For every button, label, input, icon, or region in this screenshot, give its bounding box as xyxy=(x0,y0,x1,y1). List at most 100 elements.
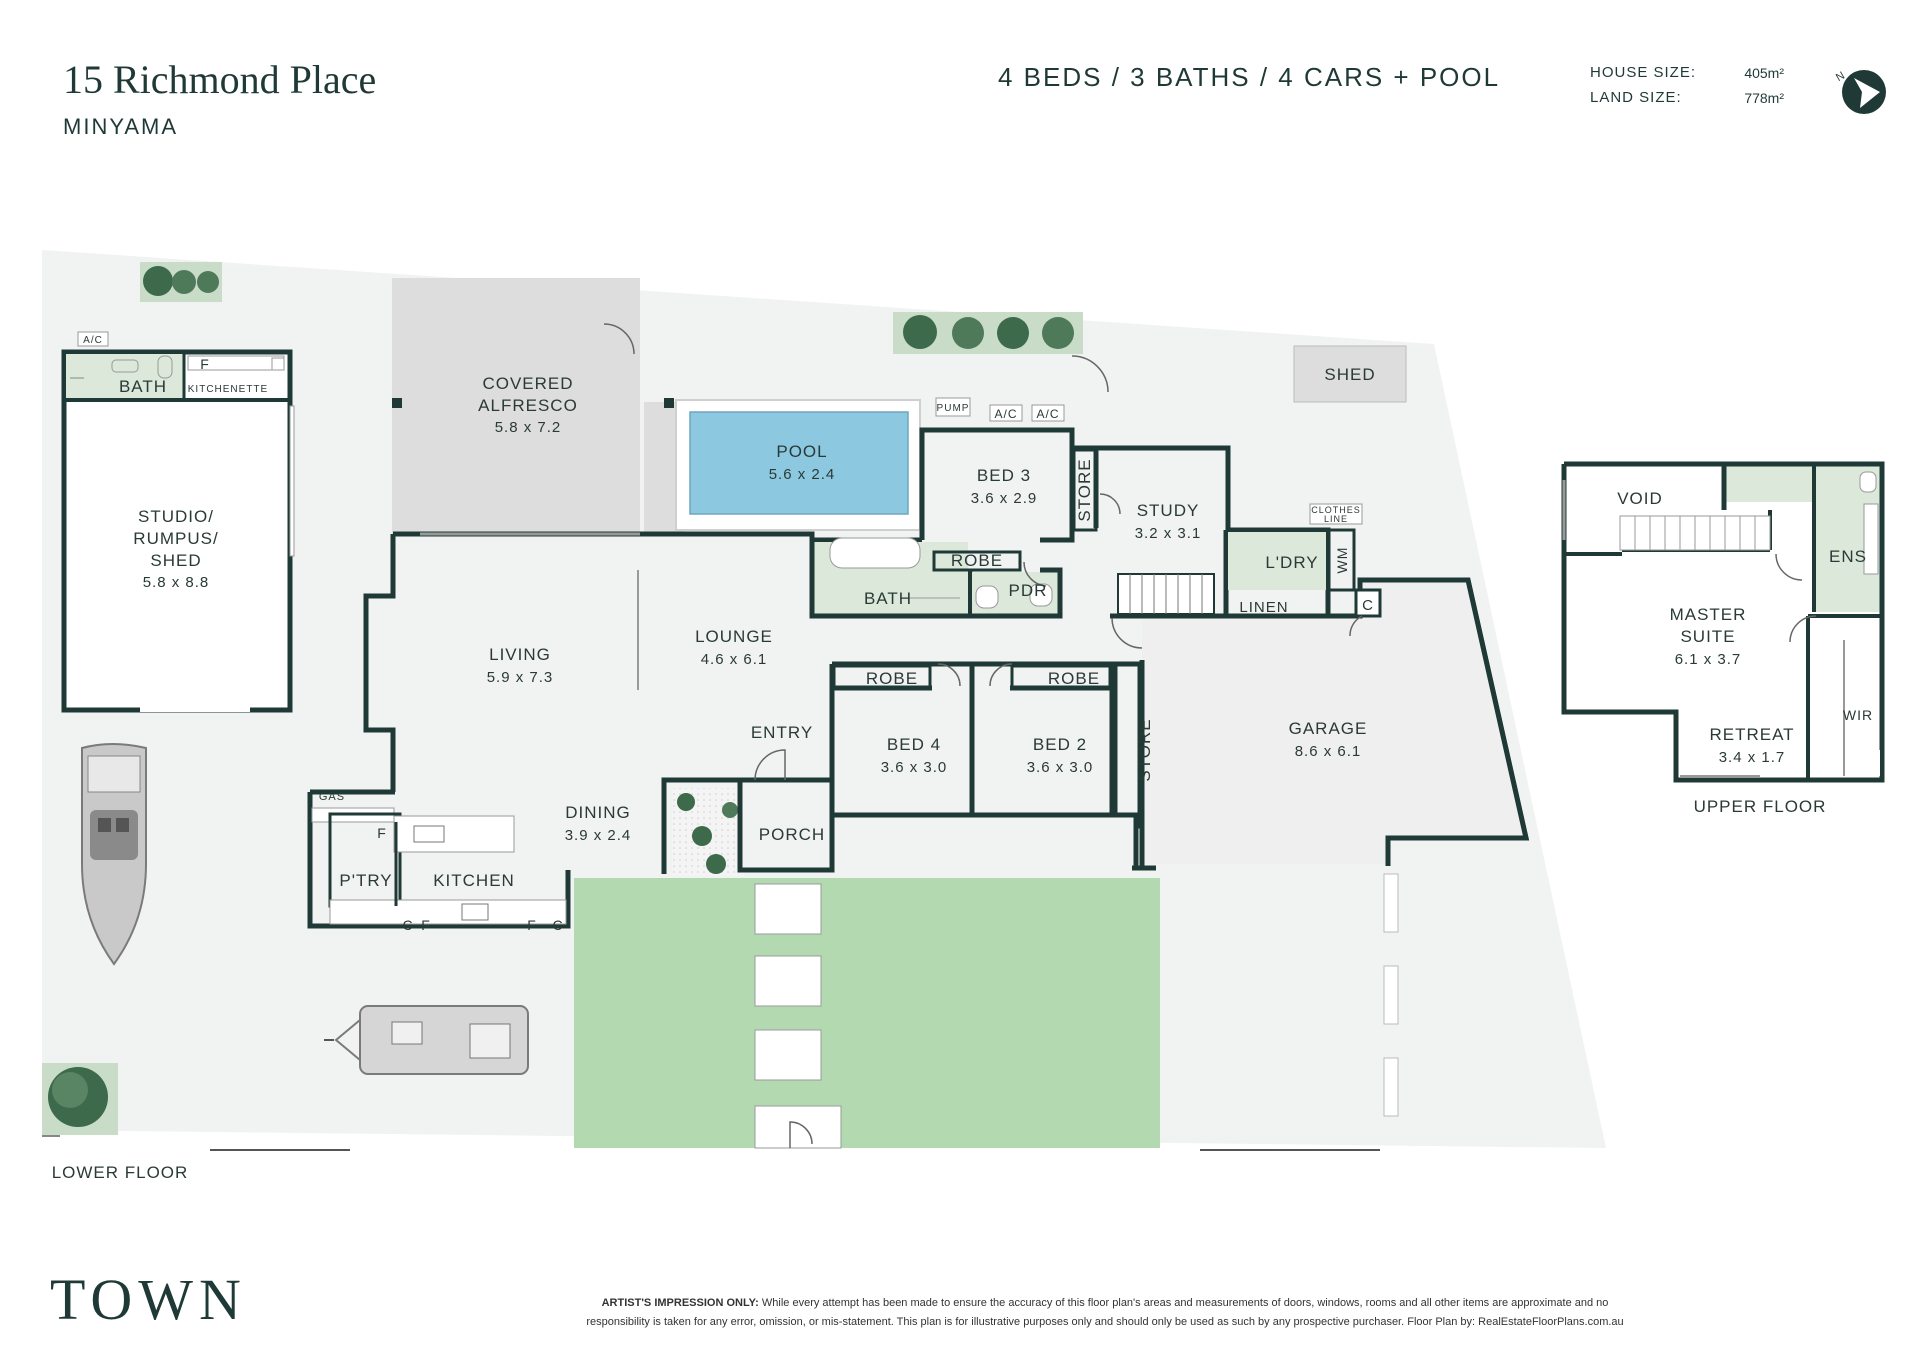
bed4-size: 3.6 x 3.0 xyxy=(881,759,948,776)
house-size-label: HOUSE SIZE: xyxy=(1590,64,1697,81)
ac-unit xyxy=(1031,404,1065,422)
study-size: 3.2 x 3.1 xyxy=(1135,525,1202,542)
cupboard-label-2: C xyxy=(402,917,413,933)
boat-icon xyxy=(81,743,147,966)
bed3-label: BED 3 xyxy=(977,466,1031,485)
clothesline-label-2: LINE xyxy=(1324,514,1348,524)
pool-size: 5.6 x 2.4 xyxy=(769,466,836,483)
north-compass-icon: N xyxy=(1834,70,1886,114)
ac-label-3: A/C xyxy=(1036,407,1059,421)
disclaimer-line-1: While every attempt has been made to ens… xyxy=(761,1297,1609,1309)
studio-size: 5.8 x 8.8 xyxy=(143,574,210,591)
front-lawn xyxy=(574,878,1160,1148)
kitchenette-label: KITCHENETTE xyxy=(188,384,268,395)
robe4-label: ROBE xyxy=(866,669,918,688)
bed4-label: BED 4 xyxy=(887,735,941,754)
wir-label: WIR xyxy=(1843,707,1873,723)
upper-floor-label: UPPER FLOOR xyxy=(1694,797,1827,816)
property-suburb: MINYAMA xyxy=(63,114,179,139)
house-size-value: 405m² xyxy=(1744,65,1784,81)
studio-building xyxy=(61,349,295,713)
retreat-size: 3.4 x 1.7 xyxy=(1719,749,1786,766)
robe2-label: ROBE xyxy=(1048,669,1100,688)
shed-building xyxy=(1293,345,1407,403)
void-label: VOID xyxy=(1617,489,1663,508)
pool-pump xyxy=(935,397,971,417)
laundry-label: L'DRY xyxy=(1265,553,1318,572)
cupboard-label: C xyxy=(1362,597,1374,614)
fridge-label-4: F xyxy=(527,917,537,933)
alfresco-label-2: ALFRESCO xyxy=(478,396,578,415)
porch-label: PORCH xyxy=(759,825,825,844)
cupboard-label-3: C xyxy=(552,917,563,933)
stairs xyxy=(1117,573,1215,615)
disclaimer-line-2: responsibility is taken for any error, o… xyxy=(586,1316,1624,1328)
studio-label-2: RUMPUS/ xyxy=(133,529,218,548)
ac-unit xyxy=(989,404,1023,422)
studio-label: STUDIO/ xyxy=(138,507,214,526)
ac-label: A/C xyxy=(83,335,103,346)
master-label-2: SUITE xyxy=(1680,627,1735,646)
wm-label: WM xyxy=(1334,547,1350,574)
entry-label: ENTRY xyxy=(751,723,813,742)
hedge-icon xyxy=(893,312,1083,354)
kitchen-label: KITCHEN xyxy=(433,871,515,890)
gas-label: GAS xyxy=(319,791,345,803)
ensuite-label: ENS xyxy=(1829,547,1867,566)
fridge-label-3: F xyxy=(421,917,431,933)
ac-label-2: A/C xyxy=(994,407,1017,421)
ac-unit xyxy=(77,331,109,347)
pdr-label: PDR xyxy=(1009,581,1048,600)
alfresco-label: COVERED xyxy=(482,374,573,393)
trailer-icon xyxy=(324,1005,529,1075)
property-address: 15 Richmond Place xyxy=(63,57,377,102)
brand-logo: TOWN xyxy=(50,1267,247,1332)
hedge-icon xyxy=(140,262,222,302)
master-label: MASTER xyxy=(1670,605,1747,624)
door-swings xyxy=(603,323,1363,781)
kitchen-area xyxy=(311,807,567,925)
pantry-label: P'TRY xyxy=(339,871,392,890)
fridge-label: F xyxy=(200,356,210,372)
covered-alfresco-area xyxy=(392,278,640,534)
pool-label: POOL xyxy=(776,442,827,461)
garage-size: 8.6 x 6.1 xyxy=(1295,743,1362,760)
study-label: STUDY xyxy=(1137,501,1200,520)
bed2-label: BED 2 xyxy=(1033,735,1087,754)
dining-label: DINING xyxy=(565,803,631,822)
bed2-size: 3.6 x 3.0 xyxy=(1027,759,1094,776)
alfresco-size: 5.8 x 7.2 xyxy=(495,419,562,436)
pump-label: PUMP xyxy=(937,403,970,414)
garden-bed xyxy=(672,788,744,876)
store2-label: STORE xyxy=(1135,718,1154,781)
robe3-label: ROBE xyxy=(951,551,1003,570)
clothesline-label: CLOTHES xyxy=(1311,505,1361,515)
property-specs: 4 BEDS / 3 BATHS / 4 CARS + POOL xyxy=(998,62,1501,92)
linen-label: LINEN xyxy=(1239,599,1288,616)
disclaimer-lead: ARTIST'S IMPRESSION ONLY: xyxy=(601,1297,759,1309)
dining-size: 3.9 x 2.4 xyxy=(565,827,632,844)
garage-label: GARAGE xyxy=(1289,719,1368,738)
lounge-label: LOUNGE xyxy=(695,627,773,646)
studio-label-3: SHED xyxy=(150,551,201,570)
bath-studio-label: BATH xyxy=(119,377,167,396)
swimming-pool xyxy=(689,411,909,515)
store1-label: STORE xyxy=(1075,458,1094,521)
shed-label: SHED xyxy=(1324,365,1375,384)
land-size-value: 778m² xyxy=(1744,90,1784,106)
living-label: LIVING xyxy=(489,645,551,664)
lounge-size: 4.6 x 6.1 xyxy=(701,651,768,668)
disclaimer: ARTIST'S IMPRESSION ONLY: While every at… xyxy=(470,1294,1740,1332)
fridge-label-2: F xyxy=(377,825,387,841)
bed3-size: 3.6 x 2.9 xyxy=(971,490,1038,507)
bath-label: BATH xyxy=(864,589,912,608)
upper-floor-plan xyxy=(1560,461,1885,783)
land-size-label: LAND SIZE: xyxy=(1590,89,1682,106)
clothesline xyxy=(1309,503,1363,525)
retreat-label: RETREAT xyxy=(1709,725,1794,744)
tree-icon xyxy=(42,1063,118,1135)
master-size: 6.1 x 3.7 xyxy=(1675,651,1742,668)
lower-floor-label: LOWER FLOOR xyxy=(52,1163,189,1182)
living-size: 5.9 x 7.3 xyxy=(487,669,554,686)
